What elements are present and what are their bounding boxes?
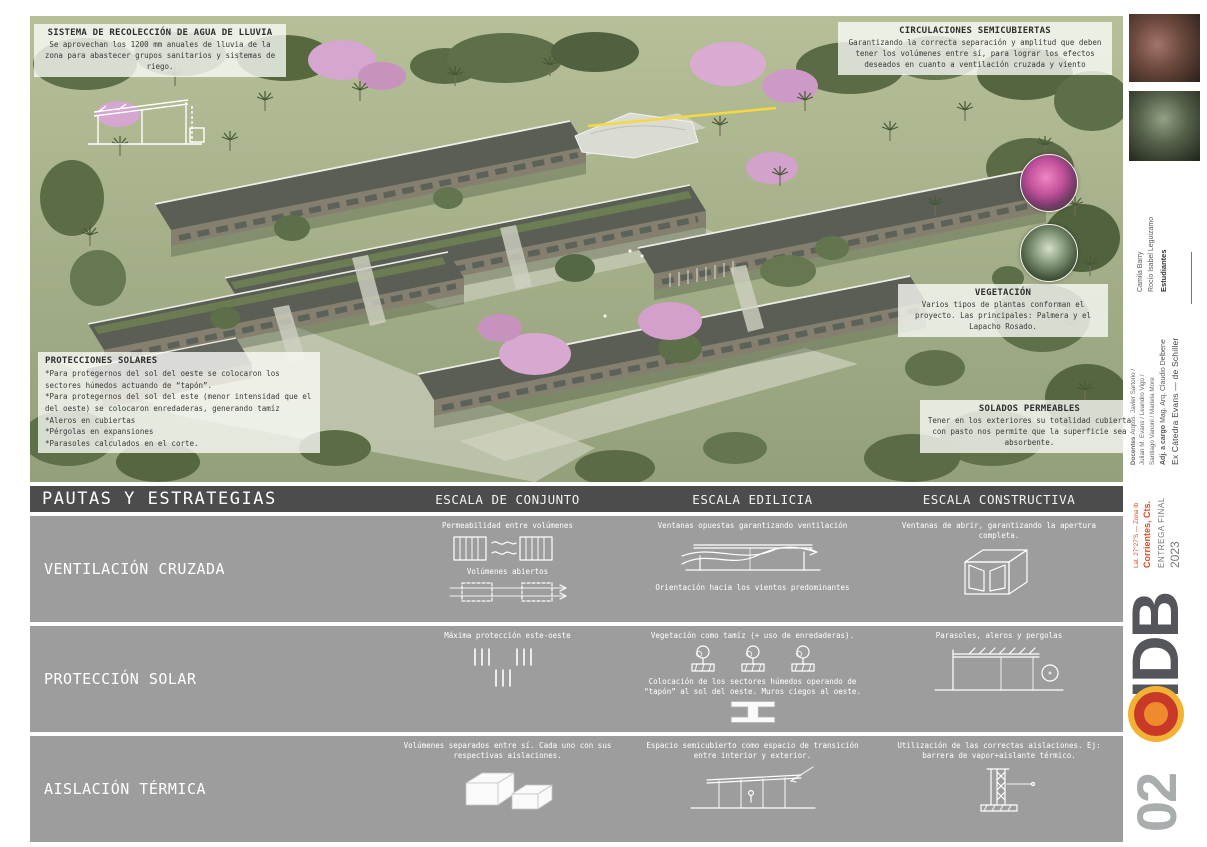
adjunto-label: Adj. a cargo: [1160, 424, 1168, 465]
entrega-label: ENTREGA FINAL: [1157, 497, 1166, 568]
palmera-photo: [1020, 224, 1078, 282]
cell-solar-constructiva: Parasoles, aleros y pergolas: [875, 626, 1123, 732]
cell-solar-edilicia: Vegetación como tamíz (+ uso de enredade…: [630, 626, 875, 732]
table-row-ventilacion-cruzada: VENTILACIÓN CRUZADA Permeabilidad entre …: [30, 516, 1123, 622]
cell-caption: Ventanas opuestas garantizando ventilaci…: [657, 521, 848, 530]
opening-window-diagram: [964, 548, 1028, 595]
row-label: VENTILACIÓN CRUZADA: [44, 560, 226, 578]
annotation-circulations: CIRCULACIONES SEMICUBIERTAS Garantizando…: [838, 22, 1112, 75]
annotation-rainwater: SISTEMA DE RECOLECCIÓN DE AGUA DE LLUVIA…: [34, 24, 286, 77]
cell-caption: Espacio semicubierto como espacio de tra…: [646, 741, 859, 760]
table-header: PAUTAS Y ESTRATEGIAS ESCALA DE CONJUNTO …: [30, 486, 1123, 512]
column-header-constructiva: ESCALA CONSTRUCTIVA: [922, 491, 1076, 507]
location-detail: Lat. 27°27'S — Zona Ib: [1133, 502, 1140, 568]
adjunto-name: Mag. Arq. Claudio Delbene: [1160, 339, 1168, 423]
annotation-body: Garantizando la correcta separación y am…: [848, 38, 1102, 69]
circular-logo-center: [1144, 702, 1168, 726]
column-header-conjunto: ESCALA DE CONJUNTO: [435, 491, 580, 507]
cell-caption: Colocación de los sectores húmedos opera…: [644, 676, 861, 696]
annotation-title: SOLADOS PERMEABLES: [978, 404, 1081, 414]
cell-termica-constructiva: Utilización de las correctas aislaciones…: [875, 736, 1123, 842]
annotation-solar-protections: PROTECCIONES SOLARES *Para protegernos d…: [38, 352, 320, 454]
cell-caption: Ventanas de abrir, garantizando la apert…: [901, 521, 1097, 540]
east-west-bars-diagram: [473, 647, 532, 687]
cell-ventilacion-constructiva: Ventanas de abrir, garantizando la apert…: [875, 516, 1123, 622]
vegetation-screen-diagram: [690, 645, 815, 672]
location-city: Corrientes, Cts.: [1142, 500, 1153, 568]
annotation-body: Varios tipos de plantas conforman el pro…: [914, 300, 1092, 331]
strategies-table: PAUTAS Y ESTRATEGIAS ESCALA DE CONJUNTO …: [30, 486, 1123, 842]
entrega-year: 2023: [1168, 541, 1182, 568]
annotation-item: *Pérgolas en expansiones: [45, 427, 154, 437]
parasol-section-diagram: [934, 647, 1064, 691]
docentes-label: Docentes: [1130, 436, 1137, 465]
open-volumes-diagram: [448, 581, 567, 602]
annotation-title: VEGETACIÓN: [974, 288, 1032, 298]
annotation-item: *Para protegernos del sol del oeste se c…: [45, 369, 280, 390]
cell-caption: Parasoles, aleros y pergolas: [935, 631, 1063, 640]
separated-volumes-diagram: [465, 772, 552, 809]
table-title: PAUTAS Y ESTRATEGIAS: [42, 489, 277, 509]
row-label: AISLACIÓN TÉRMICA: [44, 780, 207, 798]
ventilation-plan-diagram: [452, 536, 553, 561]
student-photo-1: [1129, 14, 1200, 82]
sheet-number: 02: [1125, 773, 1188, 833]
student-name: Rocío Isabel Leguizamo: [1147, 216, 1155, 292]
rainwater-section-sketch: [88, 99, 205, 145]
student-name: Camila Barry: [1137, 251, 1144, 292]
cell-solar-conjunto: Máxima protección este-oeste: [385, 626, 630, 732]
annotation-item: *Parasoles calculados en el corte.: [45, 438, 199, 448]
aerial-render-panel: SISTEMA DE RECOLECCIÓN DE AGUA DE LLUVIA…: [30, 16, 1139, 482]
annotation-title: SISTEMA DE RECOLECCIÓN DE AGUA DE LLUVIA: [47, 28, 273, 38]
cross-ventilation-section-diagram: [680, 544, 821, 571]
table-row-proteccion-solar: PROTECCIÓN SOLAR Máxima protección este-…: [30, 626, 1123, 732]
student-photo-2: [1129, 91, 1200, 161]
annotation-title: PROTECCIONES SOLARES: [45, 356, 158, 366]
column-header-edilicia: ESCALA EDILICIA: [692, 491, 813, 507]
circular-logo: [1128, 686, 1184, 742]
docentes-line: Julian M. Evans / Leandro Vigo /: [1139, 374, 1147, 465]
cell-ventilacion-conjunto: Permeabilidad entre volúmenes Volúmenes …: [385, 516, 630, 622]
annotation-body: Tener en los exteriores su totalidad cub…: [927, 416, 1132, 447]
wet-block-plug-diagram: [730, 701, 775, 723]
docentes-names: Arqtos. Javier Sartorio /: [1130, 368, 1137, 435]
catedra-title: Ex Cátedra Evans — de Schiller: [1170, 337, 1181, 465]
docentes-line: DocentesArqtos. Javier Sartorio /: [1129, 287, 1138, 465]
cell-caption: Máxima protección este-oeste: [444, 631, 571, 640]
students-label: Estudiantes: [1158, 249, 1168, 292]
semicovered-space-diagram: [689, 765, 816, 809]
annotation-item: *Aleros en cubiertas: [45, 415, 136, 425]
docentes-line: Santiago Vanoni / Mariela More: [1148, 377, 1156, 465]
cell-termica-edilicia: Espacio semicubierto como espacio de tra…: [630, 736, 875, 842]
cell-caption: Orientación hacia los vientos predominan…: [655, 582, 850, 592]
cell-caption: Volúmenes abiertos: [466, 566, 549, 576]
circular-logo-ring: [1134, 692, 1178, 736]
annotation-permeable-pavement: SOLADOS PERMEABLES Tener en los exterior…: [920, 400, 1139, 453]
table-row-aislacion-termica: AISLACIÓN TÉRMICA Volúmenes separados en…: [30, 736, 1123, 842]
section-divider: [1191, 252, 1192, 304]
cell-caption: Utilización de las correctas aislaciones…: [897, 741, 1101, 760]
cell-caption: Permeabilidad entre volúmenes: [442, 521, 573, 530]
annotation-title: CIRCULACIONES SEMICUBIERTAS: [899, 26, 1051, 36]
cell-caption: Vegetación como tamíz (+ uso de enredade…: [650, 631, 855, 640]
lapacho-photo: [1020, 154, 1078, 212]
annotation-item: *Para protegernos del sol del este (meno…: [45, 392, 312, 413]
cell-ventilacion-edilicia: Ventanas opuestas garantizando ventilaci…: [630, 516, 875, 622]
cell-caption: Volúmenes separados entre sí. Cada uno c…: [403, 741, 612, 760]
annotation-vegetation: VEGETACIÓN Varios tipos de plantas confo…: [898, 284, 1108, 337]
annotation-body: Se aprovechan los 1200 mm anuales de llu…: [44, 40, 276, 71]
row-label: PROTECCIÓN SOLAR: [44, 670, 197, 688]
insulation-detail-diagram: [980, 767, 1036, 812]
cell-termica-conjunto: Volúmenes separados entre sí. Cada uno c…: [385, 736, 630, 842]
adjunto-line: Adj. a cargoMag. Arq. Claudio Delbene: [1160, 287, 1167, 465]
